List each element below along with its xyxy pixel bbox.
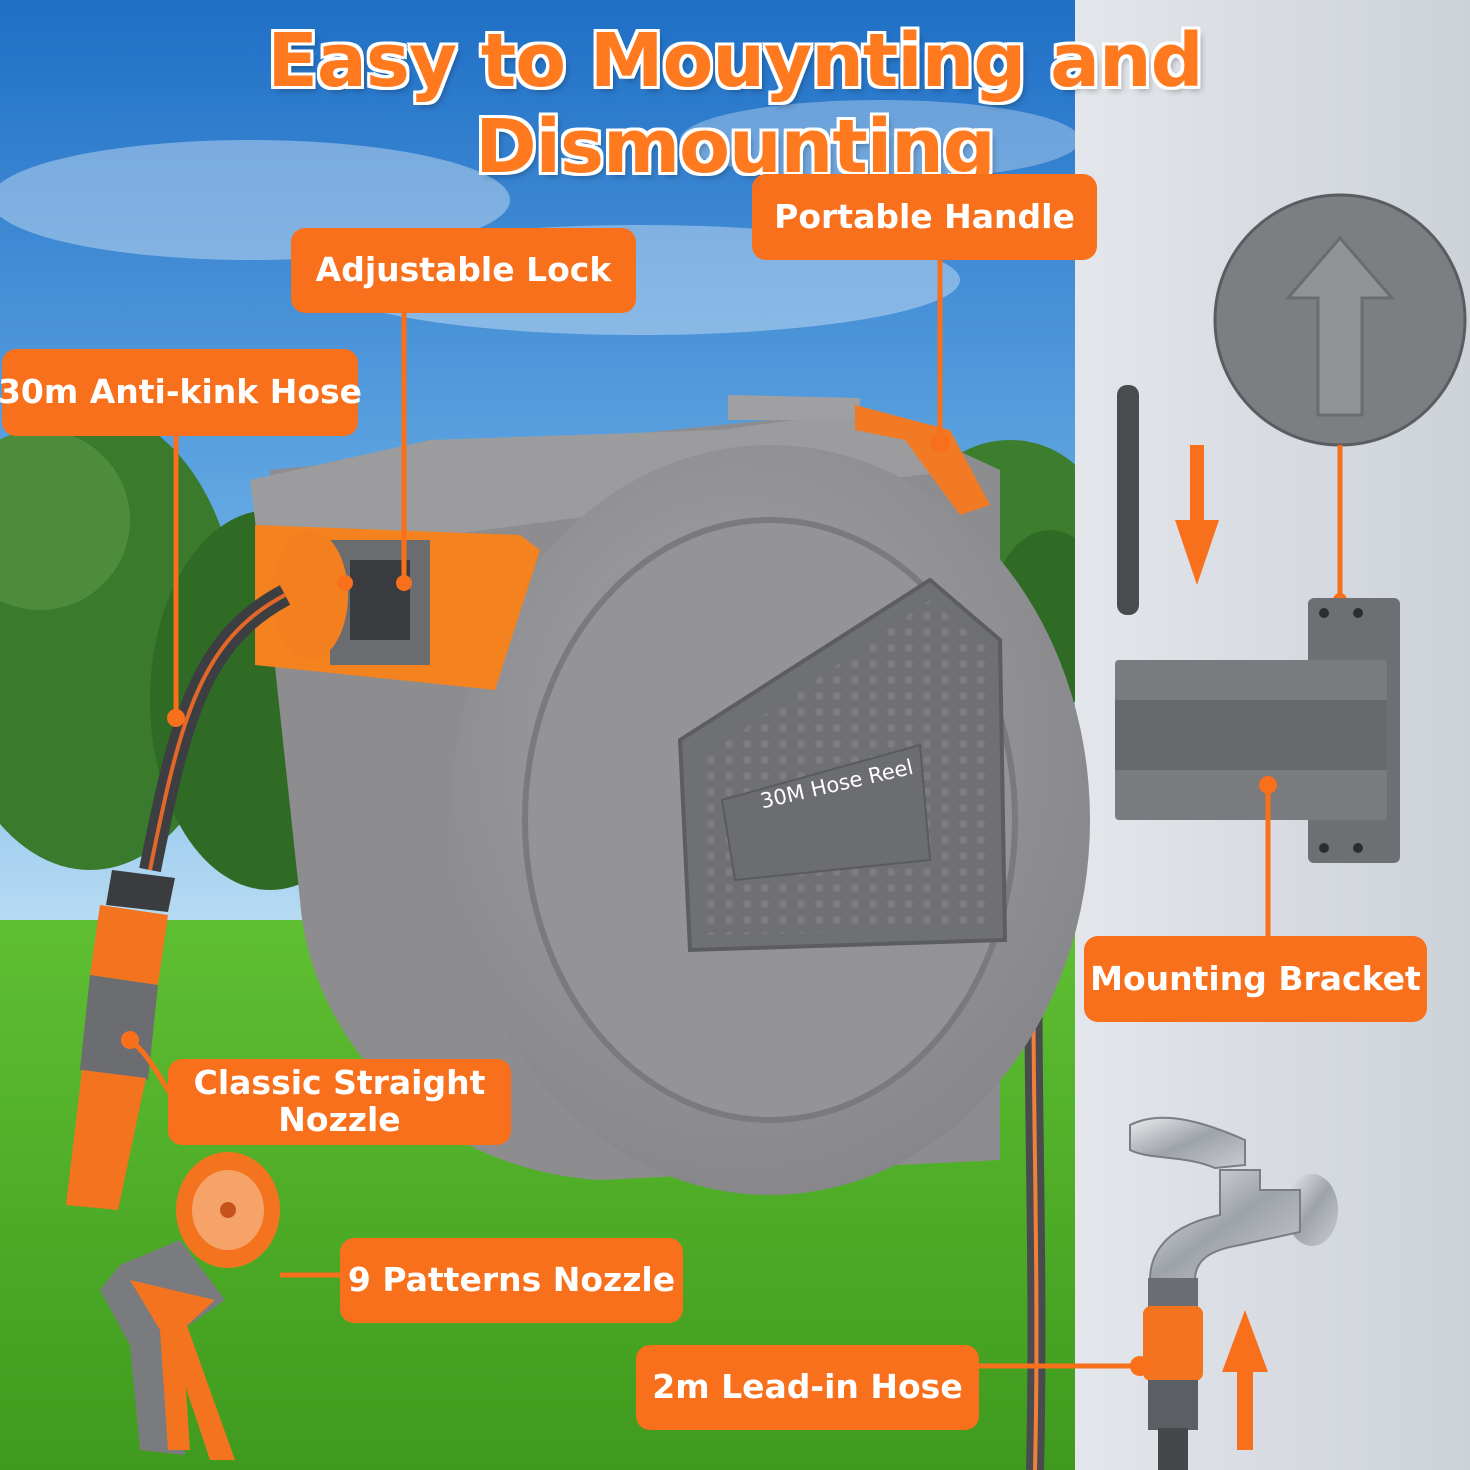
faucet-icon: [1129, 1116, 1338, 1470]
callout-mounting-bracket: Mounting Bracket: [1084, 936, 1427, 1022]
portable-handle: [855, 405, 990, 515]
callout-anti-kink-hose: 30m Anti-kink Hose: [0, 349, 362, 436]
spray-gun-icon: [100, 1152, 280, 1460]
mounting-peg: [1117, 385, 1139, 615]
up-arrow-icon: [1284, 235, 1396, 417]
callout-lead-in-hose: 2m Lead-in Hose: [636, 1345, 979, 1430]
callout-adjustable-lock: Adjustable Lock: [291, 228, 636, 313]
callout-portable-handle: Portable Handle: [752, 174, 1097, 260]
mounting-bracket: [1115, 598, 1400, 940]
straight-nozzle-icon: [66, 870, 175, 1210]
callout-straight-nozzle: Classic Straight Nozzle: [168, 1059, 511, 1145]
up-arrow-icon: [1222, 1310, 1268, 1450]
callout-patterns-nozzle: 9 Patterns Nozzle: [340, 1238, 683, 1323]
down-arrow-icon: [1175, 445, 1219, 585]
headline: Easy to Mouynting and Dismounting: [267, 18, 1203, 190]
bracket-detail-zoom: [1213, 193, 1467, 607]
hose-reel: [250, 255, 1090, 1195]
